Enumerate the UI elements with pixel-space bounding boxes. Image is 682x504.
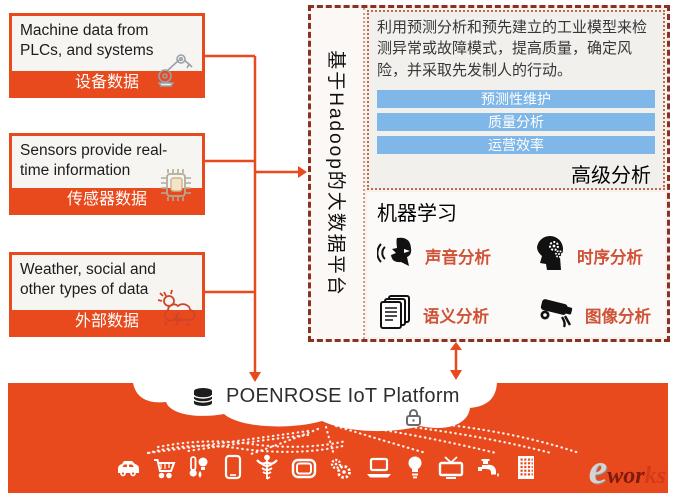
iot-platform-title: POENROSE IoT Platform <box>226 385 460 407</box>
medical-icon <box>254 454 280 481</box>
eworks-logo-e: e <box>588 447 608 493</box>
advanced-analytics-caption: 高级分析 <box>571 164 651 187</box>
ml-item-label: 声音分析 <box>425 248 491 267</box>
voice-analysis-icon <box>376 235 417 276</box>
iot-platform-banner: POENROSE IoT Platform <box>8 383 668 493</box>
display-icon <box>290 455 318 481</box>
eworks-logo-wor: wor <box>607 463 645 489</box>
image-analysis-icon <box>535 294 577 335</box>
eworks-logo-ks: ks <box>644 463 666 489</box>
semantic-analysis-icon <box>377 293 415 336</box>
source-box-text: Sensors provide real-time information <box>12 136 202 188</box>
chip-icon <box>158 167 194 208</box>
database-icon <box>192 387 214 412</box>
tv-icon <box>436 455 466 481</box>
faucet-icon <box>476 455 504 481</box>
hadoop-platform-strip: 基于Hadoop的大数据平台 <box>311 8 365 339</box>
ml-item-voice: 声音分析 <box>376 234 535 277</box>
lightbulb-icon <box>404 454 426 481</box>
source-label: 外部数据 <box>12 310 202 334</box>
building-icon <box>514 454 538 481</box>
advanced-analytics-panel: 利用预测分析和预先建立的工业模型来检测异常或故障模式，提高质量，确定风险，并采取… <box>367 10 665 190</box>
machine-learning-panel: 机器学习 声音分析 <box>367 192 665 337</box>
source-box-text: Weather, social and other types of data <box>12 255 202 310</box>
thermometer-icon <box>186 454 212 481</box>
weather-icon <box>156 288 198 333</box>
eworks-logo: eworks <box>589 449 666 491</box>
ml-item-label: 语义分析 <box>423 307 489 326</box>
analytics-description: 利用预测分析和预先建立的工业模型来检测异常或故障模式，提高质量，确定风险，并采取… <box>377 19 648 79</box>
ml-item-time-series: 时序分析 <box>535 234 657 277</box>
bar-operational-efficiency: 运营效率 <box>377 135 655 154</box>
source-label: 传感器数据 <box>12 188 202 212</box>
ml-item-image: 图像分析 <box>535 293 657 336</box>
ml-item-semantic: 语义分析 <box>377 293 535 336</box>
bar-predictive-maintenance: 预测性维护 <box>377 89 655 108</box>
source-box-sensors: Sensors provide real-time information 传感… <box>9 133 205 215</box>
laptop-icon <box>364 455 394 481</box>
time-series-analysis-icon <box>535 234 569 277</box>
ml-item-label: 图像分析 <box>585 307 651 326</box>
machine-learning-grid: 声音分析 时序分析 <box>376 234 657 336</box>
bar-quality-analysis: 质量分析 <box>377 112 655 131</box>
analytics-bars: 预测性维护 质量分析 运营效率 <box>377 89 655 154</box>
machine-learning-title: 机器学习 <box>377 203 457 225</box>
ml-item-label: 时序分析 <box>577 248 643 267</box>
mobile-phone-icon <box>222 454 244 481</box>
bigdata-platform-panel: 基于Hadoop的大数据平台 利用预测分析和预先建立的工业模型来检测异常或故障模… <box>308 5 670 342</box>
lock-icon <box>404 408 423 432</box>
hadoop-platform-vertical-label: 基于Hadoop的大数据平台 <box>324 50 346 297</box>
robot-arm-icon <box>153 52 197 93</box>
car-icon <box>114 455 142 481</box>
source-box-external: Weather, social and other types of data … <box>9 252 205 337</box>
shopping-cart-icon <box>152 455 176 481</box>
source-box-text: Machine data from PLCs, and systems <box>12 16 202 71</box>
source-box-machine-data: Machine data from PLCs, and systems 设备数据 <box>9 13 205 98</box>
connected-device-icons <box>114 454 538 481</box>
gears-icon <box>328 455 354 481</box>
